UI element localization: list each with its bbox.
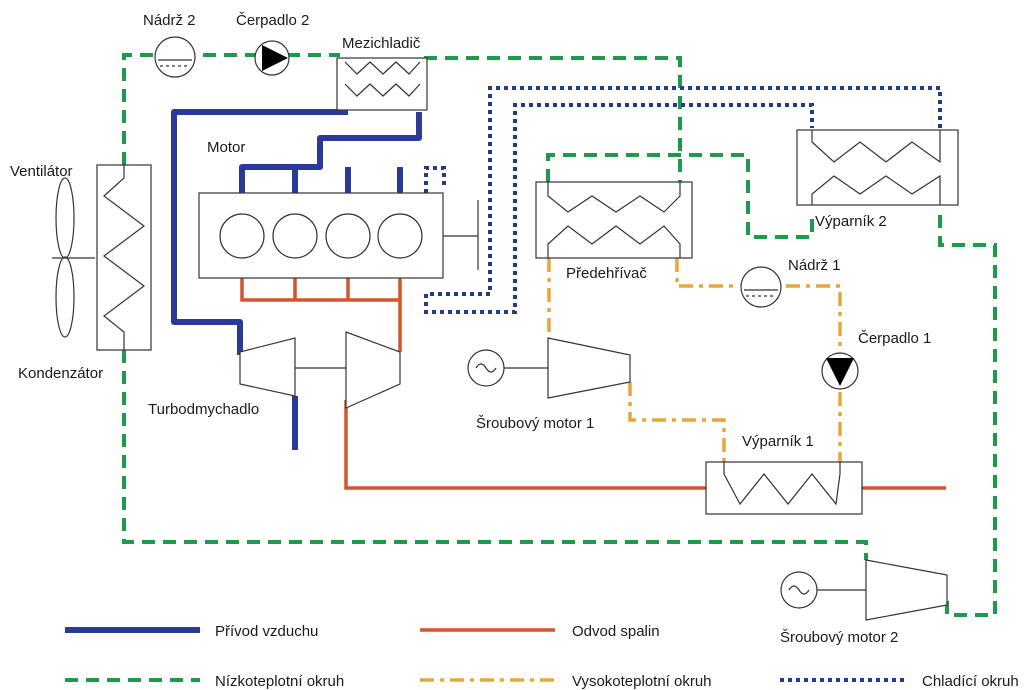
engine: [198, 192, 479, 279]
turbocharger: [239, 331, 401, 409]
legend: Přívod vzduchu Odvod spalin Nízkoteplotn…: [65, 623, 1019, 690]
label-fan: Ventilátor: [10, 163, 73, 180]
high-temp-circuit: [547, 258, 842, 462]
label-tank-2: Nádrž 2: [143, 12, 196, 29]
evaporator-1: [705, 461, 863, 515]
legend-label-air: Přívod vzduchu: [215, 623, 318, 640]
legend-label-cooling: Chladící okruh: [922, 673, 1019, 690]
label-evaporator-1: Výparník 1: [742, 433, 814, 450]
air-intake-path: [171, 109, 422, 450]
tank-2: [154, 36, 196, 78]
pump-1-icon: [821, 352, 859, 390]
label-preheater: Předehřívač: [566, 265, 647, 282]
label-pump-1: Čerpadlo 1: [858, 330, 931, 347]
screw-motor-1: [467, 337, 631, 399]
evaporator-2: [796, 129, 959, 206]
legend-label-low-temp: Nízkoteplotní okruh: [215, 673, 344, 690]
label-motor: Motor: [207, 139, 245, 156]
label-intercooler: Mezichladič: [342, 35, 421, 52]
label-pump-2: Čerpadlo 2: [236, 12, 309, 29]
label-screw-motor-1: Šroubový motor 1: [476, 415, 594, 432]
label-evaporator-2: Výparník 2: [815, 213, 887, 230]
intercooler: [336, 57, 428, 111]
fan-icon: [52, 177, 95, 338]
pump-2-icon: [254, 40, 290, 76]
preheater: [535, 181, 693, 259]
legend-label-exhaust: Odvod spalin: [572, 623, 660, 640]
label-tank-1: Nádrž 1: [788, 257, 841, 274]
label-condenser: Kondenzátor: [18, 365, 103, 382]
legend-label-high-temp: Vysokoteplotní okruh: [572, 673, 712, 690]
cooling-circuit: [424, 86, 942, 314]
condenser: [96, 164, 152, 351]
label-screw-motor-2: Šroubový motor 2: [780, 629, 898, 646]
label-turbocharger: Turbodmychadlo: [148, 401, 259, 418]
screw-motor-2: [780, 559, 948, 621]
tank-1: [740, 266, 782, 308]
